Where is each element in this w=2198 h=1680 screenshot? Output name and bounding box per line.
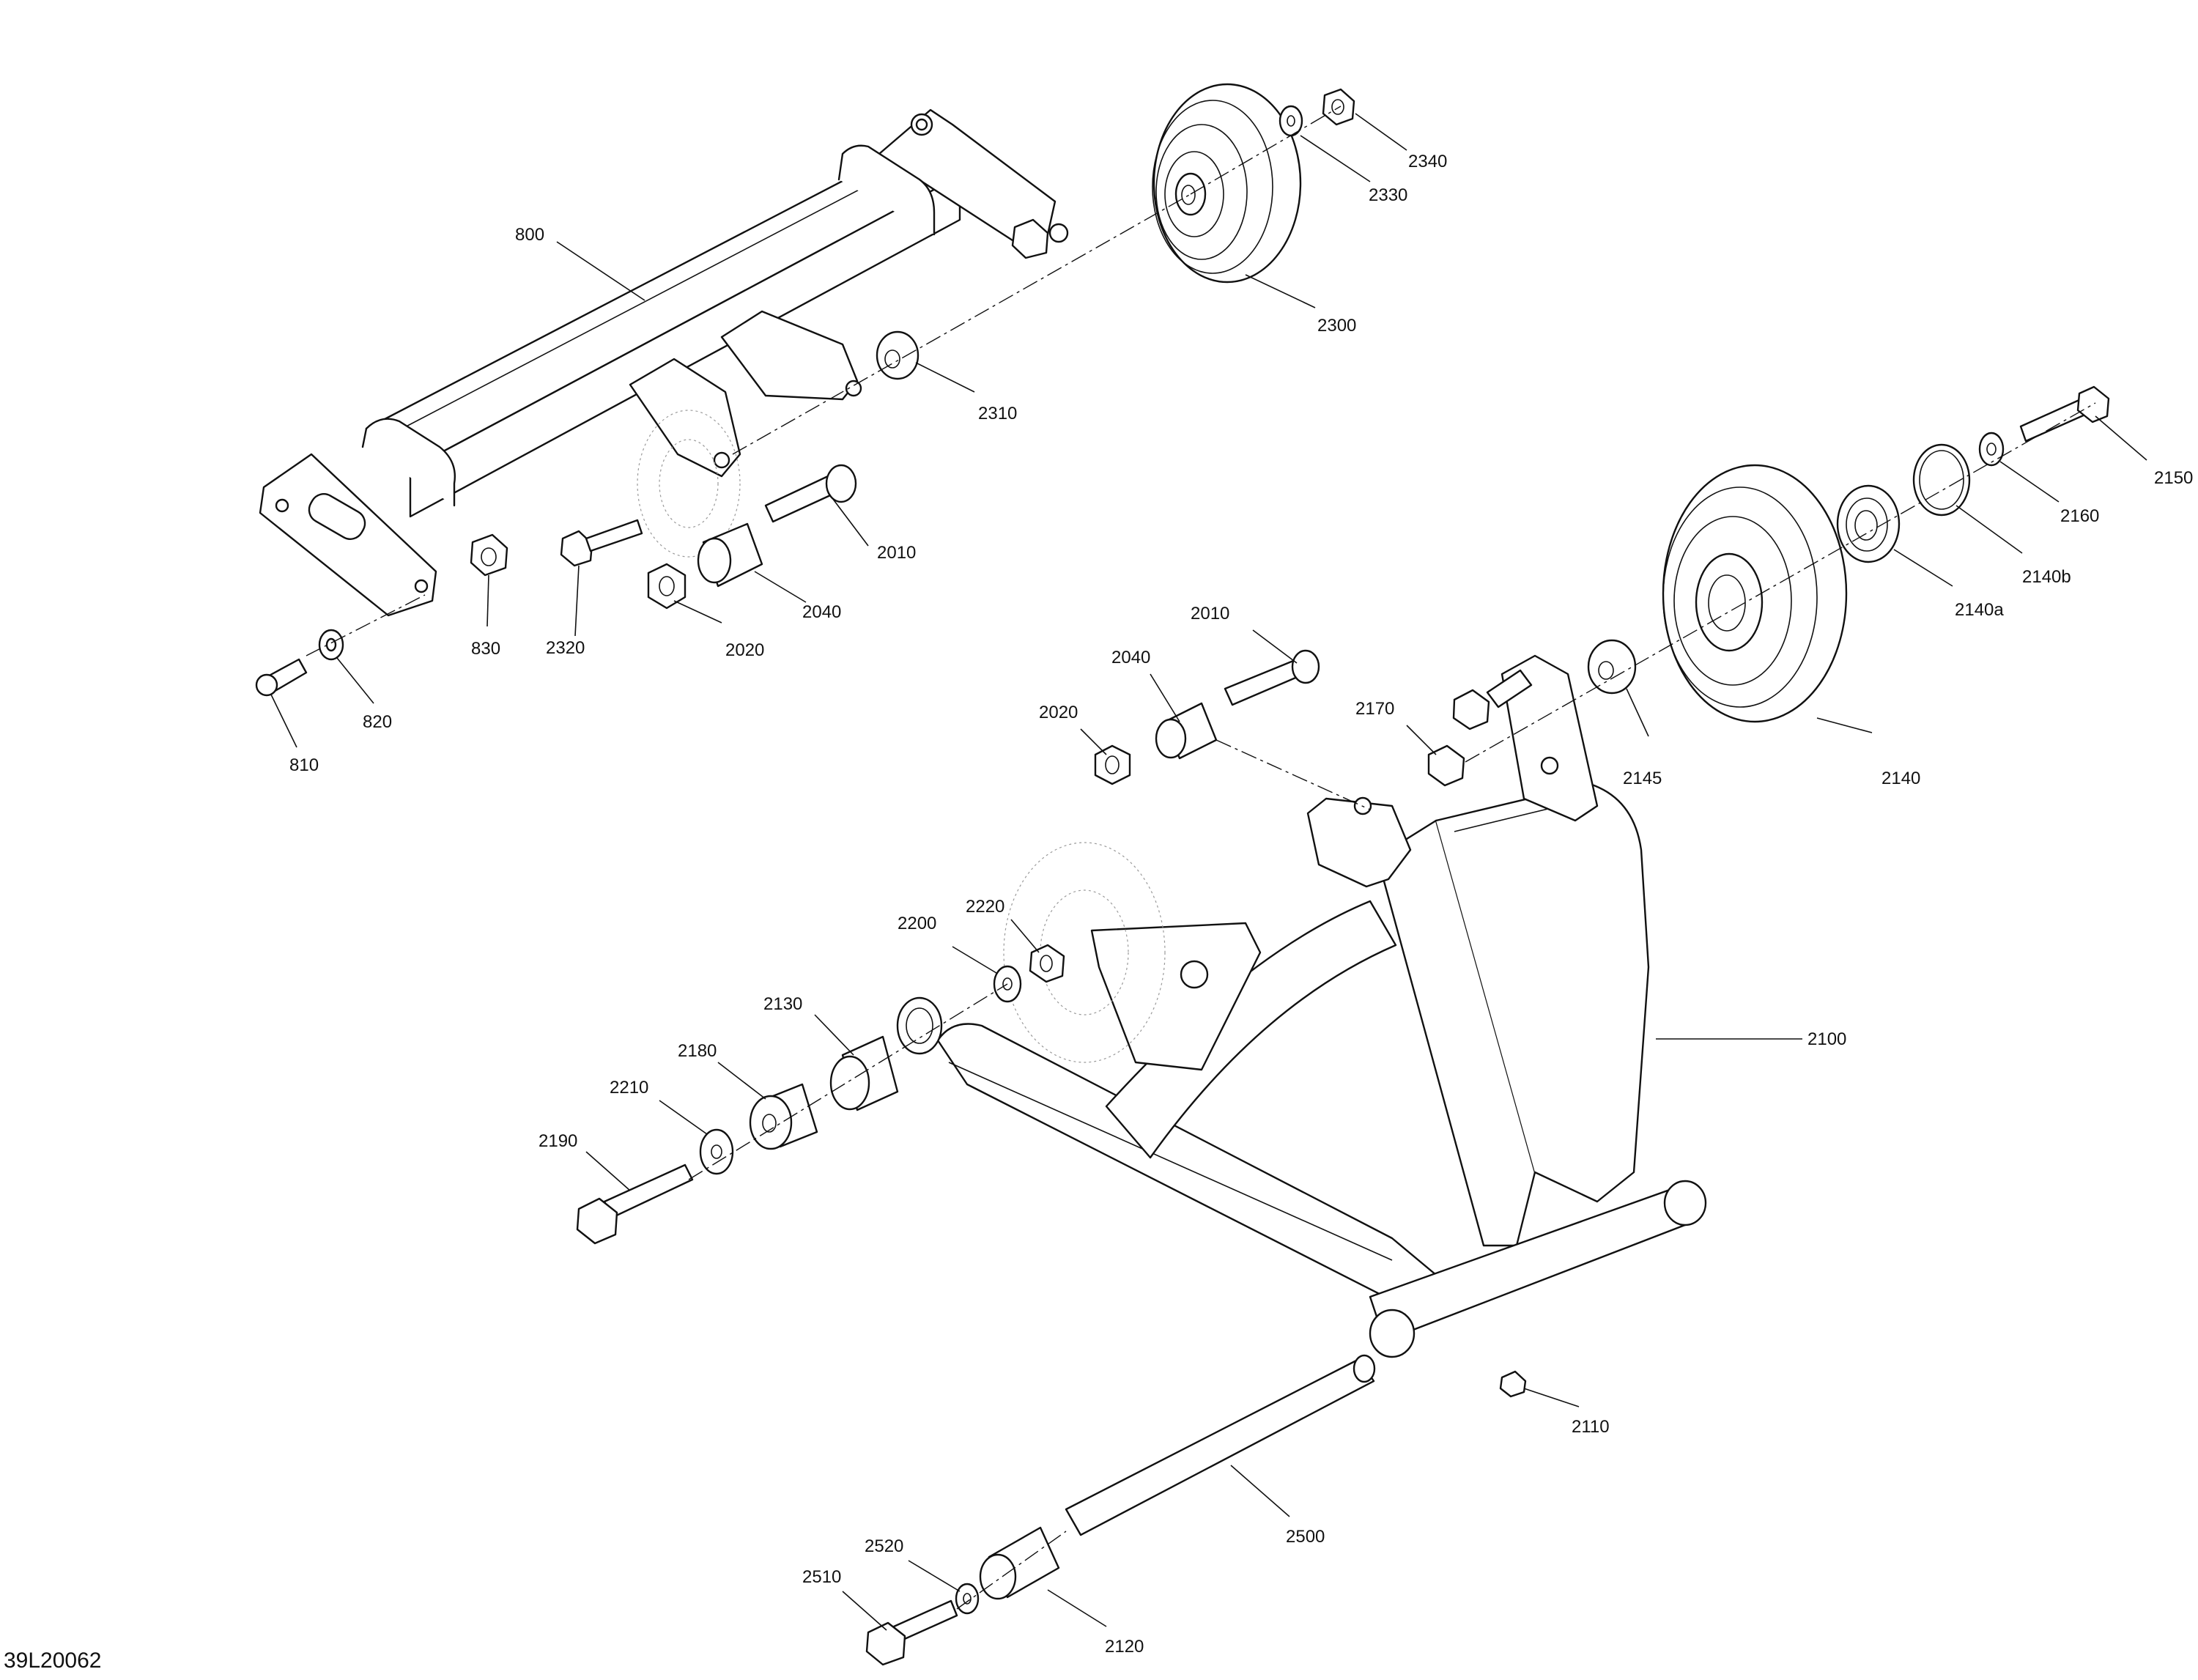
- bolt-2190: [576, 1163, 694, 1245]
- washer-2520: [955, 1583, 980, 1615]
- callout-2100: 2100: [1807, 1029, 1846, 1049]
- callout-2340: 2340: [1408, 152, 1447, 171]
- nut-2220: [1029, 944, 1065, 983]
- callout-2170: 2170: [1355, 699, 1394, 719]
- callout-2020-lower: 2020: [1039, 703, 1078, 722]
- sleeve-2120: [979, 1526, 1060, 1600]
- bushing-2180: [749, 1083, 818, 1150]
- callout-2140: 2140: [1881, 769, 1920, 788]
- callout-2210: 2210: [610, 1078, 648, 1098]
- callout-2040-upper: 2040: [802, 602, 841, 622]
- callout-2010-lower: 2010: [1191, 604, 1229, 623]
- grease-fitting-2110: [1499, 1370, 1527, 1398]
- bolt-2320: [560, 519, 643, 567]
- callout-labels: 800 810 820 830 2010 2020 2040 2320 2310…: [289, 152, 2193, 1657]
- callout-2150: 2150: [2154, 468, 2193, 488]
- bolt-nut-2170: [1427, 669, 1533, 787]
- callout-2310: 2310: [978, 404, 1017, 423]
- callout-2500: 2500: [1286, 1527, 1325, 1547]
- callout-2145: 2145: [1623, 769, 1662, 788]
- bolt-2010-lower: [1224, 649, 1320, 706]
- bearing-2140a: [1836, 484, 1901, 563]
- idler-wheel-2300: [1152, 83, 1302, 284]
- callout-2130: 2130: [763, 994, 802, 1014]
- bolt-2010-upper: [764, 464, 857, 523]
- callout-2160: 2160: [2060, 506, 2099, 526]
- callout-leaders: [270, 113, 2147, 1631]
- washer-2330: [1279, 105, 1303, 137]
- callout-2010-upper: 2010: [877, 543, 916, 563]
- callout-2110: 2110: [1572, 1417, 1610, 1437]
- callout-2190: 2190: [539, 1131, 577, 1151]
- callout-2520: 2520: [865, 1536, 903, 1556]
- callout-800: 800: [515, 225, 544, 245]
- washer-820: [318, 629, 344, 661]
- callout-2300: 2300: [1317, 316, 1356, 336]
- nut-830: [470, 533, 508, 577]
- idler-wheel-2140: [1662, 464, 1848, 723]
- callout-2120: 2120: [1105, 1637, 1144, 1657]
- nut-2020-lower: [1094, 744, 1131, 785]
- callout-820: 820: [363, 712, 392, 732]
- bushing-2130: [829, 1035, 899, 1111]
- callout-810: 810: [289, 755, 319, 775]
- callout-2510: 2510: [802, 1567, 841, 1587]
- washer-2160: [1978, 432, 2005, 467]
- bolt-2150: [2019, 385, 2110, 443]
- swing-arm-2100: [896, 654, 1707, 1358]
- spacer-2040-upper: [697, 522, 763, 588]
- callout-2020-upper: 2020: [725, 640, 764, 660]
- callout-2140a: 2140a: [1955, 600, 2004, 620]
- bolt-2510: [865, 1599, 958, 1666]
- drawing-id: 39L20062: [4, 1648, 101, 1673]
- spacer-2040-lower: [1155, 702, 1218, 760]
- callout-2180: 2180: [678, 1041, 717, 1061]
- axle-shaft-2500: [1065, 1354, 1376, 1536]
- callout-2040-lower: 2040: [1111, 648, 1150, 667]
- spacer-2310: [876, 330, 919, 380]
- callout-2320: 2320: [546, 638, 585, 658]
- assembly-axes: [306, 106, 2096, 1610]
- cross-shaft-800: [259, 108, 1069, 617]
- screw-810: [255, 658, 308, 697]
- callout-2330: 2330: [1369, 185, 1407, 205]
- washer-2210: [699, 1128, 734, 1175]
- callout-830: 830: [471, 639, 500, 659]
- callout-2200: 2200: [898, 914, 936, 933]
- callout-2220: 2220: [966, 897, 1004, 917]
- spacer-2145: [1587, 639, 1637, 695]
- callout-2140b: 2140b: [2022, 567, 2071, 587]
- nut-2020-upper: [647, 563, 687, 610]
- retaining-ring-2140b: [1912, 443, 1971, 517]
